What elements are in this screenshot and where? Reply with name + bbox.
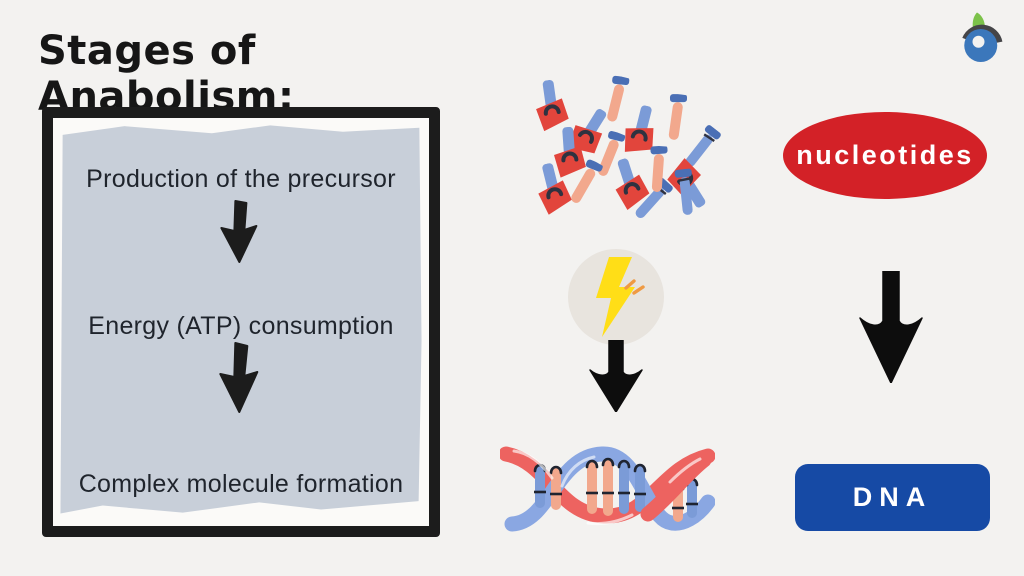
- sparkle-icon: [624, 279, 645, 295]
- nucleotide-piece: [590, 129, 628, 184]
- nucleotide-piece: [617, 102, 663, 164]
- nucleotide-piece: [559, 101, 617, 166]
- dna-badge-label: DNA: [852, 482, 933, 512]
- lightning-bolt-icon: [596, 257, 635, 337]
- nucleotides-badge: nucleotides: [783, 112, 987, 199]
- logo-hole: [972, 35, 985, 48]
- down-arrow-icon: [859, 271, 923, 383]
- nucleotide-piece: [600, 74, 632, 128]
- page-title: Stages of Anabolism:: [38, 28, 295, 120]
- nucleotide-piece: [676, 123, 723, 176]
- nucleotide-piece: [646, 145, 670, 197]
- stage-step-3: Complex molecule formation: [78, 470, 404, 498]
- nucleotide-piece: [550, 126, 588, 183]
- nucleotide-piece: [663, 93, 690, 146]
- dna-badge: DNA: [795, 464, 990, 531]
- dna-helix-illustration: [500, 446, 715, 532]
- stage-step-1: Production of the precursor: [86, 165, 396, 193]
- dna-rungs: [533, 457, 699, 522]
- stages-box: Production of the precursor Energy (ATP)…: [42, 107, 440, 537]
- nucleotide-piece: [673, 168, 698, 221]
- nucleotide-piece: [563, 157, 606, 211]
- sketchy-down-arrow-icon: [220, 200, 258, 263]
- nucleotide-piece: [605, 154, 654, 217]
- sketchy-down-arrow-icon: [219, 342, 259, 413]
- nucleotides-badge-label: nucleotides: [796, 140, 974, 170]
- stages-panel: [60, 125, 422, 514]
- down-arrow-icon: [589, 340, 643, 412]
- dna-strand-red-overlay: [640, 452, 712, 522]
- brand-logo-icon: [962, 12, 1003, 62]
- nucleotide-piece: [530, 78, 571, 137]
- nucleotide-piece: [530, 160, 576, 222]
- stage-step-2: Energy (ATP) consumption: [88, 312, 394, 340]
- energy-circle: [568, 249, 664, 345]
